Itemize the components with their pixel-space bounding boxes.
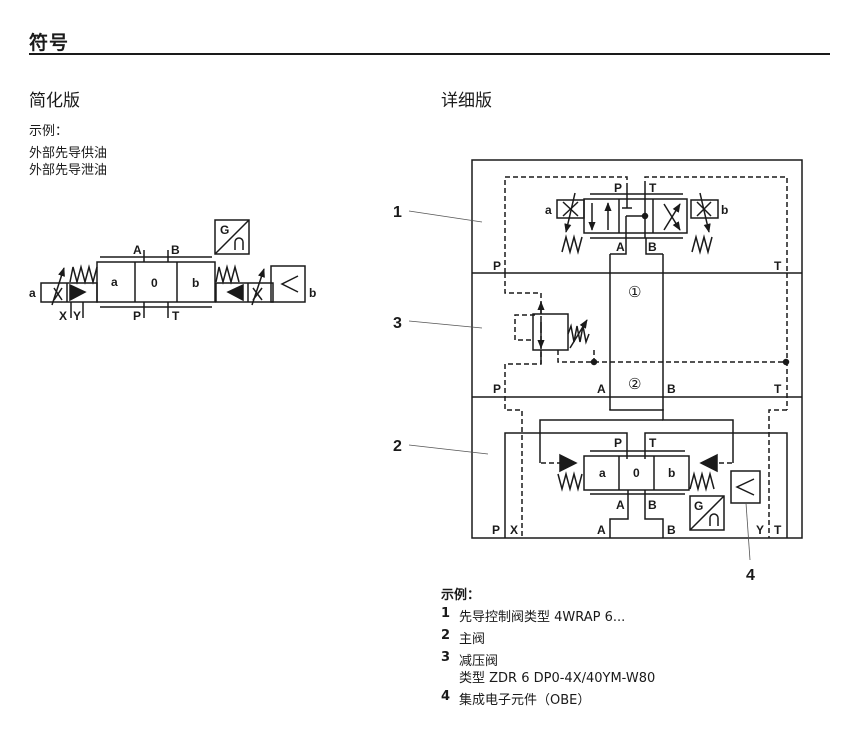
layer1-P: P bbox=[493, 259, 501, 273]
main-A: A bbox=[616, 498, 625, 512]
pressure-reducing-valve bbox=[532, 301, 590, 364]
simplified-heading: 简化版 bbox=[29, 91, 80, 111]
bottom-P: P bbox=[492, 523, 500, 537]
bottom-Y: Y bbox=[756, 523, 764, 537]
layer1-T: T bbox=[774, 259, 782, 273]
detailed-outer-frame bbox=[471, 159, 803, 539]
callout-3: 3 bbox=[393, 315, 402, 332]
main-P: P bbox=[614, 436, 622, 450]
main-T: T bbox=[649, 436, 657, 450]
simplified-line-1: 外部先导供油 bbox=[29, 146, 108, 161]
main-position-0: 0 bbox=[633, 466, 640, 480]
legend-num: 4 bbox=[441, 689, 451, 704]
amplifier-box bbox=[270, 265, 306, 303]
obe-box bbox=[214, 219, 250, 255]
pilot-triangle-left bbox=[69, 283, 87, 302]
pilot-T: T bbox=[649, 181, 657, 195]
bottom-A: A bbox=[597, 523, 606, 537]
detailed-heading: 详细版 bbox=[441, 91, 492, 111]
circle-2: ② bbox=[628, 376, 641, 393]
simplified-valve-symbol bbox=[40, 219, 306, 318]
port-T: T bbox=[172, 309, 180, 323]
legend-num: 2 bbox=[441, 628, 451, 643]
legend-subtext: 类型 ZDR 6 DP0-4X/40YM-W80 bbox=[459, 671, 656, 686]
obe-G: G bbox=[220, 223, 229, 237]
pilot-triangle-right bbox=[226, 283, 244, 302]
main-B: B bbox=[648, 498, 657, 512]
port-P: P bbox=[133, 309, 141, 323]
main-position-b: b bbox=[668, 466, 675, 480]
simplified-line-2: 外部先导泄油 bbox=[29, 163, 108, 178]
bottom-B: B bbox=[667, 523, 676, 537]
layer2-T: T bbox=[774, 382, 782, 396]
legend-text: 主阀 bbox=[459, 632, 486, 647]
pilot-A: A bbox=[616, 240, 625, 254]
title-divider bbox=[29, 53, 830, 55]
page-title: 符号 bbox=[29, 32, 70, 54]
legend-num: 1 bbox=[441, 606, 451, 621]
label-solenoid-b: b bbox=[309, 286, 316, 300]
legend-text: 集成电子元件（OBE） bbox=[459, 693, 591, 708]
layer2-B: B bbox=[667, 382, 676, 396]
circle-1: ① bbox=[628, 284, 641, 301]
legend-text: 减压阀 bbox=[459, 654, 499, 669]
layer2-P: P bbox=[493, 382, 501, 396]
label-solenoid-a: a bbox=[29, 286, 36, 300]
bottom-X: X bbox=[510, 523, 518, 537]
valve-body bbox=[96, 261, 216, 303]
left-actuator bbox=[40, 282, 98, 303]
callout-1: 1 bbox=[393, 204, 402, 221]
main-obe-G: G bbox=[694, 499, 703, 513]
pilot-P: P bbox=[614, 181, 622, 195]
main-position-a: a bbox=[599, 466, 606, 480]
right-actuator bbox=[215, 282, 274, 303]
detailed-valve-symbol bbox=[471, 159, 803, 539]
layer2-A: A bbox=[597, 382, 606, 396]
port-X: X bbox=[59, 309, 67, 323]
bottom-T: T bbox=[774, 523, 782, 537]
pilot-b: b bbox=[721, 203, 728, 217]
legend-title: 示例： bbox=[441, 588, 481, 603]
pilot-B: B bbox=[648, 240, 657, 254]
position-b: b bbox=[192, 276, 199, 290]
simplified-example-label: 示例： bbox=[29, 124, 69, 139]
main-valve bbox=[557, 450, 761, 538]
callout-2: 2 bbox=[393, 438, 402, 455]
port-Y: Y bbox=[73, 309, 81, 323]
pilot-a: a bbox=[545, 203, 552, 217]
position-a: a bbox=[111, 275, 118, 289]
legend-text: 先导控制阀类型 4WRAP 6... bbox=[459, 610, 626, 625]
port-B: B bbox=[171, 243, 180, 257]
port-A: A bbox=[133, 243, 142, 257]
pilot-valve bbox=[556, 186, 719, 255]
position-0: 0 bbox=[151, 276, 158, 290]
callout-4: 4 bbox=[746, 567, 755, 584]
legend-num: 3 bbox=[441, 650, 451, 665]
